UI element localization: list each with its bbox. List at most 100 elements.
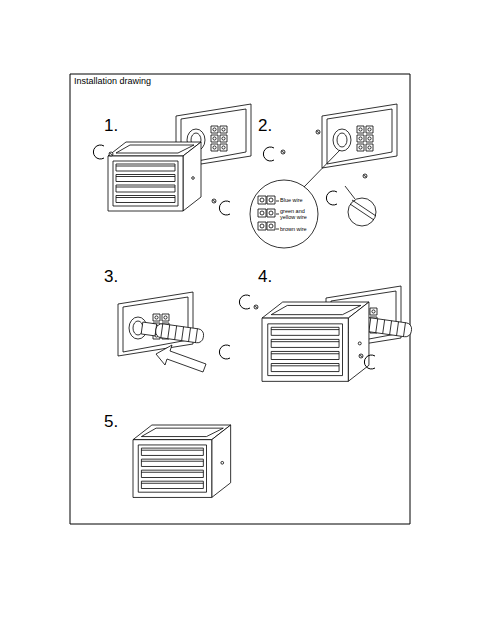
lamp-housing [262, 302, 369, 381]
plate-inner [123, 297, 188, 352]
step-number: 1. [104, 117, 118, 136]
bulb-rib [403, 323, 405, 337]
louver-edge [116, 176, 175, 177]
wire-label: brown wire [280, 226, 310, 232]
terminal-screw [368, 146, 371, 149]
plate-inner [327, 109, 392, 164]
bulb-tube [363, 317, 412, 338]
screw-slot [255, 306, 258, 308]
housing-front [262, 318, 348, 381]
terminal-screw [269, 224, 273, 228]
detail-leader [304, 150, 340, 187]
screwdriver [352, 200, 376, 216]
terminal-screw [372, 310, 375, 313]
bulb-rib [397, 322, 399, 336]
c-clip [263, 147, 274, 161]
lamp-socket [333, 129, 351, 151]
terminal [153, 314, 160, 321]
wire-label: Blue wire [280, 197, 312, 203]
screw-hole [221, 461, 224, 464]
terminal [267, 222, 275, 230]
terminal [357, 135, 364, 142]
louver [116, 175, 175, 182]
louver [141, 448, 203, 455]
terminal-screw [269, 211, 273, 215]
screw [316, 130, 320, 134]
screw-slot [213, 200, 216, 202]
screw [212, 199, 216, 203]
housing-front [108, 156, 183, 211]
terminal-screw [213, 146, 216, 149]
terminal [258, 196, 266, 204]
screw [359, 354, 363, 358]
louver [116, 196, 175, 203]
louver [141, 470, 203, 477]
screw-hole [358, 342, 361, 345]
front-frame [138, 445, 206, 492]
screw-slot [360, 355, 363, 357]
terminal-screw [269, 198, 273, 202]
lamp-housing [133, 425, 231, 497]
bulb-tube [155, 323, 204, 344]
louver-edge [271, 365, 339, 366]
louver [271, 351, 339, 359]
terminal-screw [260, 211, 264, 215]
bulb-rib [175, 326, 177, 340]
louver [271, 364, 339, 372]
step-number: 2. [258, 117, 272, 136]
terminal-screw [359, 146, 362, 149]
terminal [267, 209, 275, 217]
louver-edge [116, 187, 175, 188]
housing-side [348, 302, 369, 381]
terminal [357, 144, 364, 151]
terminal-screw [222, 128, 225, 131]
bulb-rib [161, 324, 163, 338]
step-number: 5. [104, 413, 118, 432]
back-plate [322, 104, 397, 168]
housing-opening [116, 145, 194, 153]
screw-hole [192, 177, 195, 180]
c-clip [93, 145, 104, 159]
louver-edge [141, 450, 203, 451]
screw-slot [317, 131, 320, 133]
c-clip [219, 345, 230, 359]
louver-edge [271, 341, 339, 342]
terminal [258, 222, 266, 230]
bulb-base [141, 322, 157, 336]
terminal-screw [155, 316, 158, 319]
front-frame [113, 161, 178, 206]
terminal [211, 144, 218, 151]
terminal [366, 144, 373, 151]
housing-side [183, 142, 201, 211]
louver-edge [141, 472, 203, 473]
louver [271, 327, 339, 335]
terminal [220, 135, 227, 142]
terminal [258, 209, 266, 217]
bulb-rib [182, 327, 184, 341]
louver [116, 185, 175, 192]
screw [109, 152, 113, 156]
page-frame [70, 74, 410, 524]
plate-outer [118, 292, 193, 356]
screw [363, 174, 367, 178]
housing-front [133, 440, 212, 498]
terminal [220, 144, 227, 151]
back-plate [118, 292, 204, 356]
terminal-screw [260, 224, 264, 228]
terminal [211, 126, 218, 133]
terminal-screw [368, 137, 371, 140]
bulb-rib [195, 329, 197, 343]
bulb-rib [390, 321, 392, 335]
step-number: 4. [258, 268, 272, 287]
terminal [211, 135, 218, 142]
louver [116, 164, 175, 171]
terminal-screw [359, 137, 362, 140]
detail-leader [345, 186, 355, 199]
wire-leader [276, 201, 279, 202]
housing-opening [271, 305, 361, 314]
terminal-screw [260, 198, 264, 202]
bulb-rib [168, 325, 170, 339]
terminal [366, 126, 373, 133]
louver [271, 339, 339, 347]
